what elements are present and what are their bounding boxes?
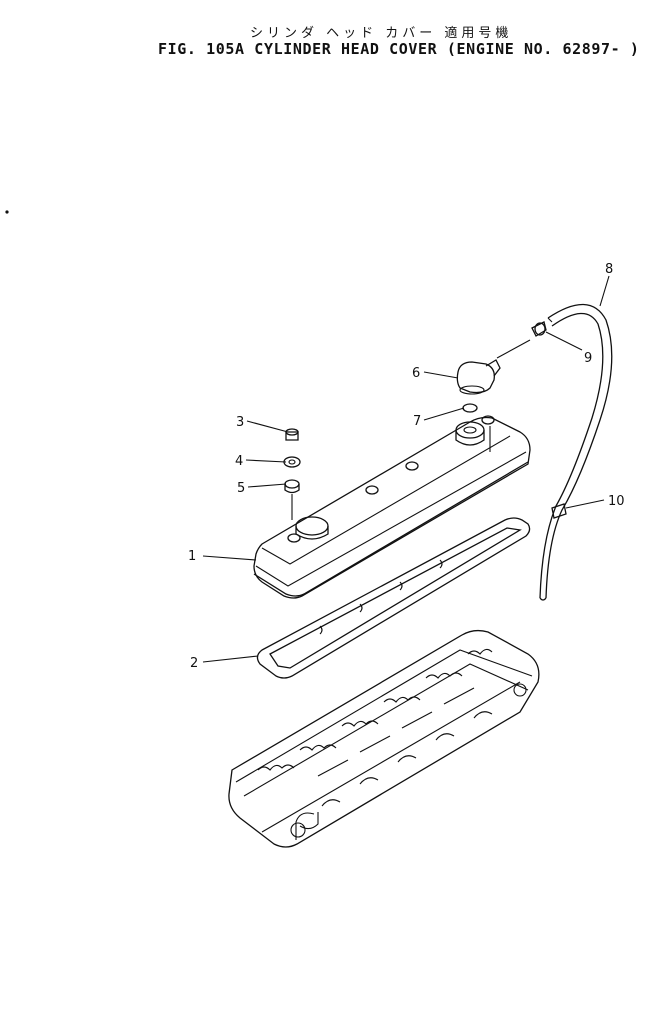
nut-part-3 (285, 428, 299, 441)
callout-4: 4 (235, 454, 243, 469)
figure-subtitle-jp: シリンダ ヘッド カバー 適用号機 (250, 26, 513, 41)
washer-part-4 (283, 456, 301, 468)
callout-10: 10 (608, 494, 625, 509)
breather-part-6 (456, 359, 501, 395)
callout-9: 9 (584, 351, 592, 366)
callout-6: 6 (412, 366, 420, 381)
seal-part-5 (284, 479, 300, 520)
o-ring-part-7 (462, 403, 478, 413)
clip-part-10 (551, 503, 567, 519)
callout-2: 2 (190, 656, 198, 671)
breather-hose-part-8 (539, 303, 613, 601)
figure-title: FIG. 105A CYLINDER HEAD COVER (ENGINE NO… (158, 40, 640, 58)
callout-3: 3 (236, 415, 244, 430)
cylinder-head-block (228, 629, 540, 848)
callout-8: 8 (605, 262, 613, 277)
cover-gasket (256, 517, 531, 679)
clamp-part-9 (531, 321, 547, 337)
callout-5: 5 (237, 481, 245, 496)
cylinder-head-cover (253, 415, 531, 599)
speck (5, 210, 9, 214)
callout-1: 1 (188, 549, 196, 564)
callout-7: 7 (413, 414, 421, 429)
leader-lines (202, 275, 610, 663)
